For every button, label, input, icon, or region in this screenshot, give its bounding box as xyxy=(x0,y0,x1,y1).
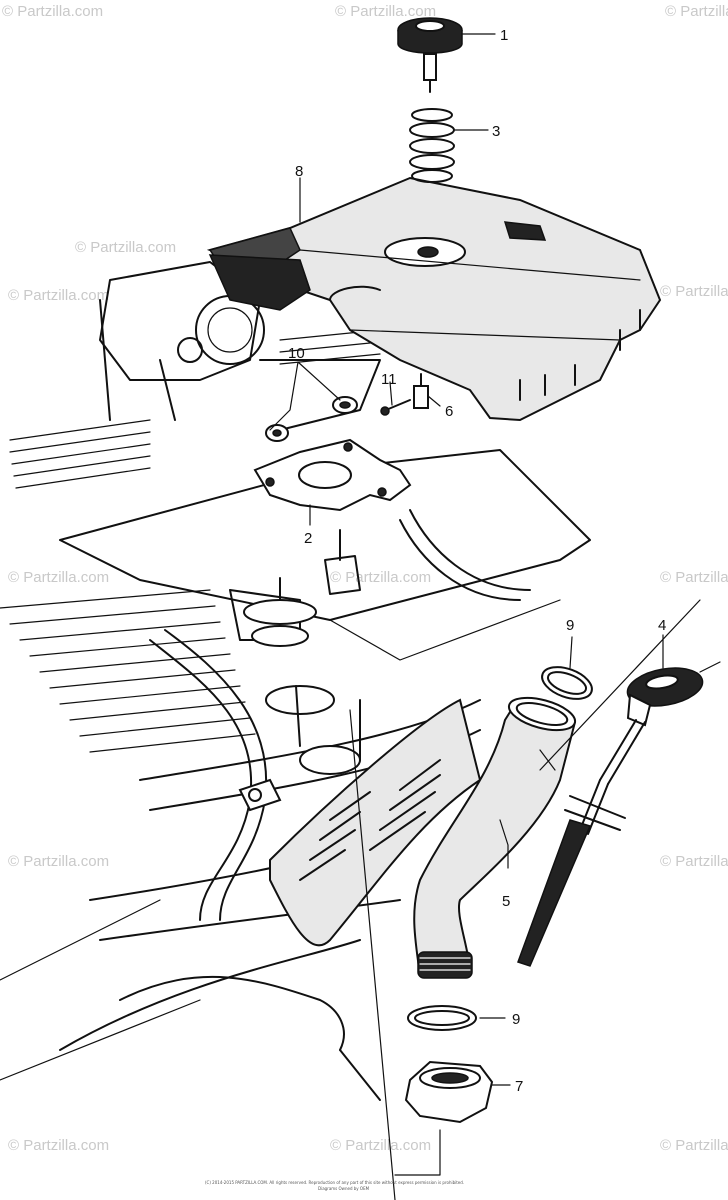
watermark: © Partzilla.com xyxy=(330,569,431,586)
watermark: © Partzilla.com xyxy=(8,853,109,870)
engine-frame-drawing xyxy=(0,261,591,1101)
grommet-part-10 xyxy=(265,396,358,442)
bracket-part-2 xyxy=(253,438,412,512)
callout-6: 6 xyxy=(445,403,453,420)
watermark: © Partzilla.com xyxy=(2,3,103,20)
clip-part-6 xyxy=(413,373,429,409)
watermark: © Partzilla.com xyxy=(660,1137,728,1154)
callout-8: 8 xyxy=(295,163,303,180)
watermark: © Partzilla.com xyxy=(660,283,728,300)
o-ring-lower-part-9 xyxy=(407,1005,477,1031)
callout-9-upper: 9 xyxy=(566,617,574,634)
watermark: © Partzilla.com xyxy=(660,853,728,870)
watermark: © Partzilla.com xyxy=(8,1137,109,1154)
callout-4: 4 xyxy=(658,617,666,634)
spring-part-3 xyxy=(409,108,455,183)
watermark: © Partzilla.com xyxy=(660,569,728,586)
dipstick-part-4 xyxy=(517,667,704,967)
footer-copyright: (C) 2014-2015 PARTZILLA.COM. All rights … xyxy=(205,1180,464,1191)
watermark: © Partzilla.com xyxy=(8,569,109,586)
callout-7: 7 xyxy=(515,1078,523,1095)
watermark: © Partzilla.com xyxy=(665,3,728,20)
o-ring-upper-part-9 xyxy=(541,666,593,700)
footer-line: Diagrams Owned by OEM xyxy=(318,1186,370,1191)
callout-9-lower: 9 xyxy=(512,1011,520,1028)
callout-labels: 1 2 3 4 5 6 7 8 9 9 10 11 xyxy=(288,27,666,1095)
callout-10: 10 xyxy=(288,345,305,362)
callout-2: 2 xyxy=(304,530,312,547)
footer-line: (C) 2014-2015 PARTZILLA.COM. All rights … xyxy=(205,1180,464,1185)
filler-neck-part-5 xyxy=(413,696,577,979)
callout-1: 1 xyxy=(500,27,508,44)
watermark: © Partzilla.com xyxy=(75,239,176,256)
guard-slots xyxy=(299,759,441,881)
watermark-layer: © Partzilla.com © Partzilla.com © Partzi… xyxy=(2,3,728,1154)
watermark: © Partzilla.com xyxy=(330,1137,431,1154)
callout-5: 5 xyxy=(502,893,510,910)
side-cover-part-8 xyxy=(206,176,662,422)
screw-part-11 xyxy=(380,399,411,416)
leader-lines xyxy=(269,33,721,1200)
callout-3: 3 xyxy=(492,123,500,140)
watermark: © Partzilla.com xyxy=(335,3,436,20)
callout-11: 11 xyxy=(381,371,397,388)
nut-part-7 xyxy=(404,1060,494,1124)
watermark: © Partzilla.com xyxy=(8,287,109,304)
filler-cap-part-1 xyxy=(397,17,463,93)
